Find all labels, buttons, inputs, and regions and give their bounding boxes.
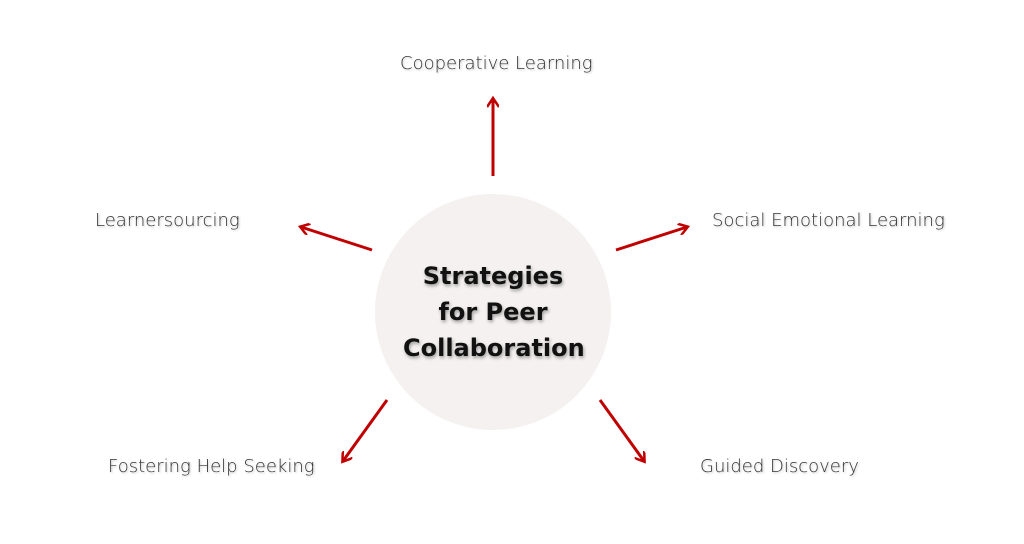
label-social-emotional-learning: Social Emotional Learning	[712, 210, 945, 231]
label-learnersourcing: Learnersourcing	[95, 210, 240, 231]
arrow-learnersourcing	[301, 227, 373, 252]
center-circle: Strategies for Peer Collaboration	[375, 194, 611, 430]
arrow-fostering-help-seeking	[343, 399, 389, 461]
label-guided-discovery: Guided Discovery	[700, 456, 859, 477]
label-cooperative-learning: Cooperative Learning	[400, 53, 593, 74]
center-title: Strategies for Peer Collaboration	[403, 262, 585, 362]
arrow-social-emotional-learning	[615, 227, 687, 252]
label-fostering-help-seeking: Fostering Help Seeking	[108, 456, 315, 477]
arrow-guided-discovery	[598, 399, 644, 461]
